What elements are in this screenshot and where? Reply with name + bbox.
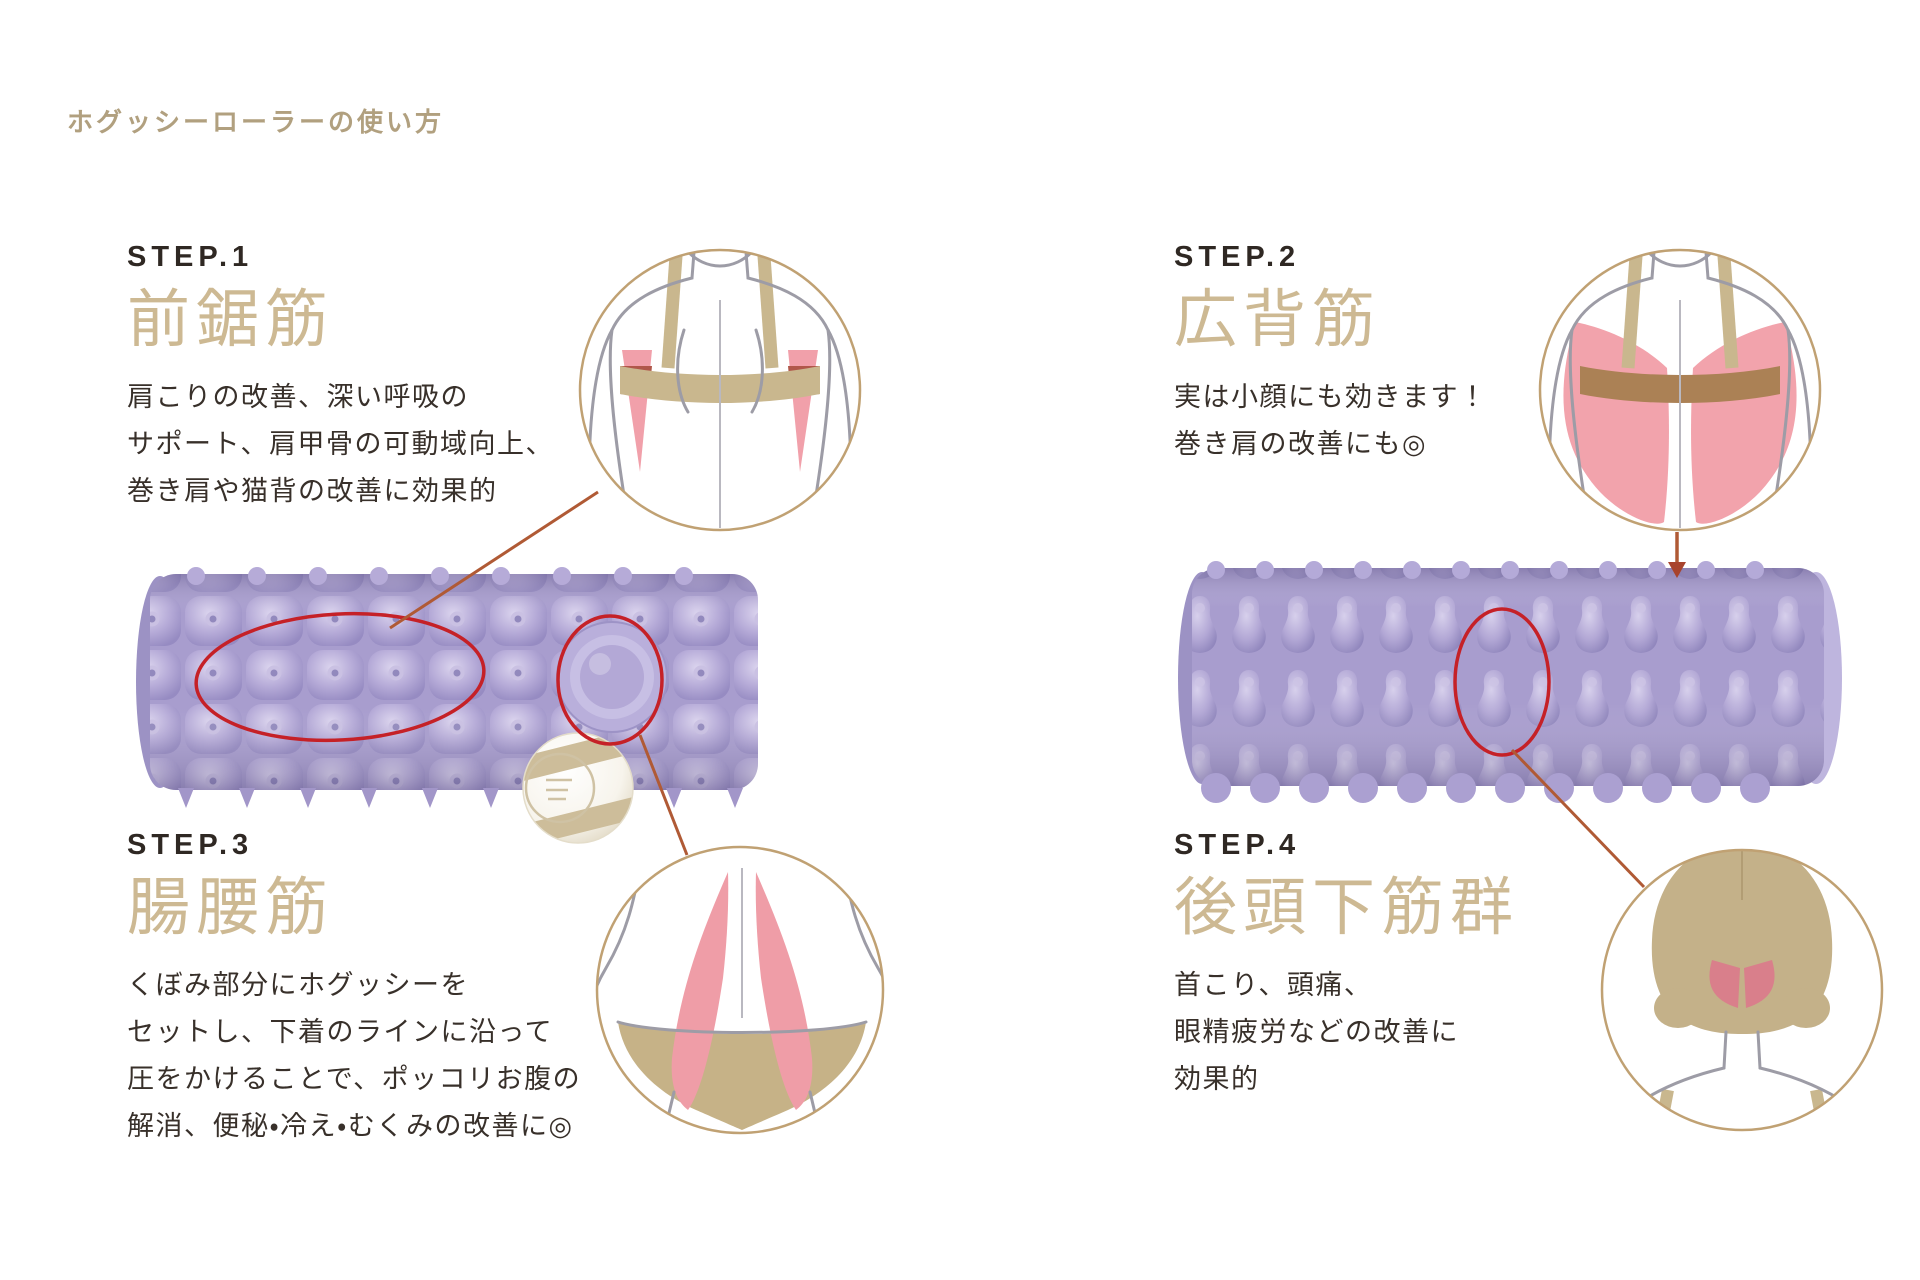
step-2-block: STEP.2 広背筋 実は小顔にも効きます！ 巻き肩の改善にも◎	[1174, 240, 1634, 468]
red-highlight-circle-disc	[556, 614, 664, 746]
red-highlight-marks	[194, 607, 1551, 757]
description-line: 巻き肩の改善にも◎	[1174, 429, 1428, 459]
step-1-block: STEP.1 前鋸筋 肩こりの改善、深い呼吸の サポート、肩甲骨の可動域向上、 …	[127, 240, 587, 515]
step-2-label: STEP.2	[1174, 241, 1301, 273]
description-line: くぼみ部分にホグッシーを	[127, 970, 469, 1000]
connector-line-step3	[638, 734, 689, 856]
step-3-block: STEP.3 腸腰筋 くぼみ部分にホグッシーを セットし、下着のラインに沿って …	[127, 828, 587, 1150]
step-2-muscle-illustration	[1538, 248, 1822, 532]
step-2-muscle-name: 広背筋	[1174, 285, 1381, 355]
step-1-muscle-name: 前鋸筋	[127, 285, 334, 355]
description-line: 眼精疲労などの改善に	[1174, 1017, 1459, 1047]
description-line: 実は小顔にも効きます！	[1174, 382, 1488, 412]
step-1-muscle-illustration	[578, 248, 862, 532]
step-4-muscle-name: 後頭下筋群	[1174, 873, 1519, 943]
description-line: 解消、便秘・冷え・むくみの改善に◎	[127, 1111, 574, 1141]
connector-line-step1	[389, 490, 599, 630]
roller-1-illustration	[136, 567, 758, 808]
description-line: 首こり、頭痛、	[1174, 970, 1373, 1000]
description-line: 圧をかけることで、ポッコリお腹の	[127, 1064, 582, 1094]
description-line: セットし、下着のラインに沿って	[127, 1017, 554, 1047]
step-1-label: STEP.1	[127, 241, 254, 273]
step-3-muscle-illustration	[595, 845, 885, 1135]
step-2-description: 実は小顔にも効きます！ 巻き肩の改善にも◎	[1174, 374, 1634, 468]
red-highlight-ellipse-roller1	[194, 611, 486, 743]
step-4-muscle-illustration	[1600, 848, 1884, 1132]
step-1-description: 肩こりの改善、深い呼吸の サポート、肩甲骨の可動域向上、 巻き肩や猫背の改善に効…	[127, 374, 587, 515]
description-line: サポート、肩甲骨の可動域向上、	[127, 429, 554, 459]
step-3-description: くぼみ部分にホグッシーを セットし、下着のラインに沿って 圧をかけることで、ポッ…	[127, 962, 587, 1150]
connector-line-step4	[1510, 748, 1646, 889]
step-3-label: STEP.3	[127, 829, 254, 861]
description-line: 効果的	[1174, 1064, 1260, 1094]
step-4-block: STEP.4 後頭下筋群 首こり、頭痛、 眼精疲労などの改善に 効果的	[1174, 828, 1634, 1103]
page-title: ホグッシーローラーの使い方	[67, 107, 445, 137]
step-3-muscle-name: 腸腰筋	[127, 873, 334, 943]
red-highlight-ellipse-roller2	[1453, 607, 1551, 757]
vibration-unit-disc	[556, 621, 668, 733]
description-line: 巻き肩や猫背の改善に効果的	[127, 476, 498, 506]
description-line: 肩こりの改善、深い呼吸の	[127, 382, 469, 412]
connector-lines	[389, 490, 1646, 889]
step-4-label: STEP.4	[1174, 829, 1301, 861]
down-arrow-icon	[1668, 532, 1686, 578]
roller-2-illustration	[1178, 561, 1842, 803]
step-4-description: 首こり、頭痛、 眼精疲労などの改善に 効果的	[1174, 962, 1634, 1103]
